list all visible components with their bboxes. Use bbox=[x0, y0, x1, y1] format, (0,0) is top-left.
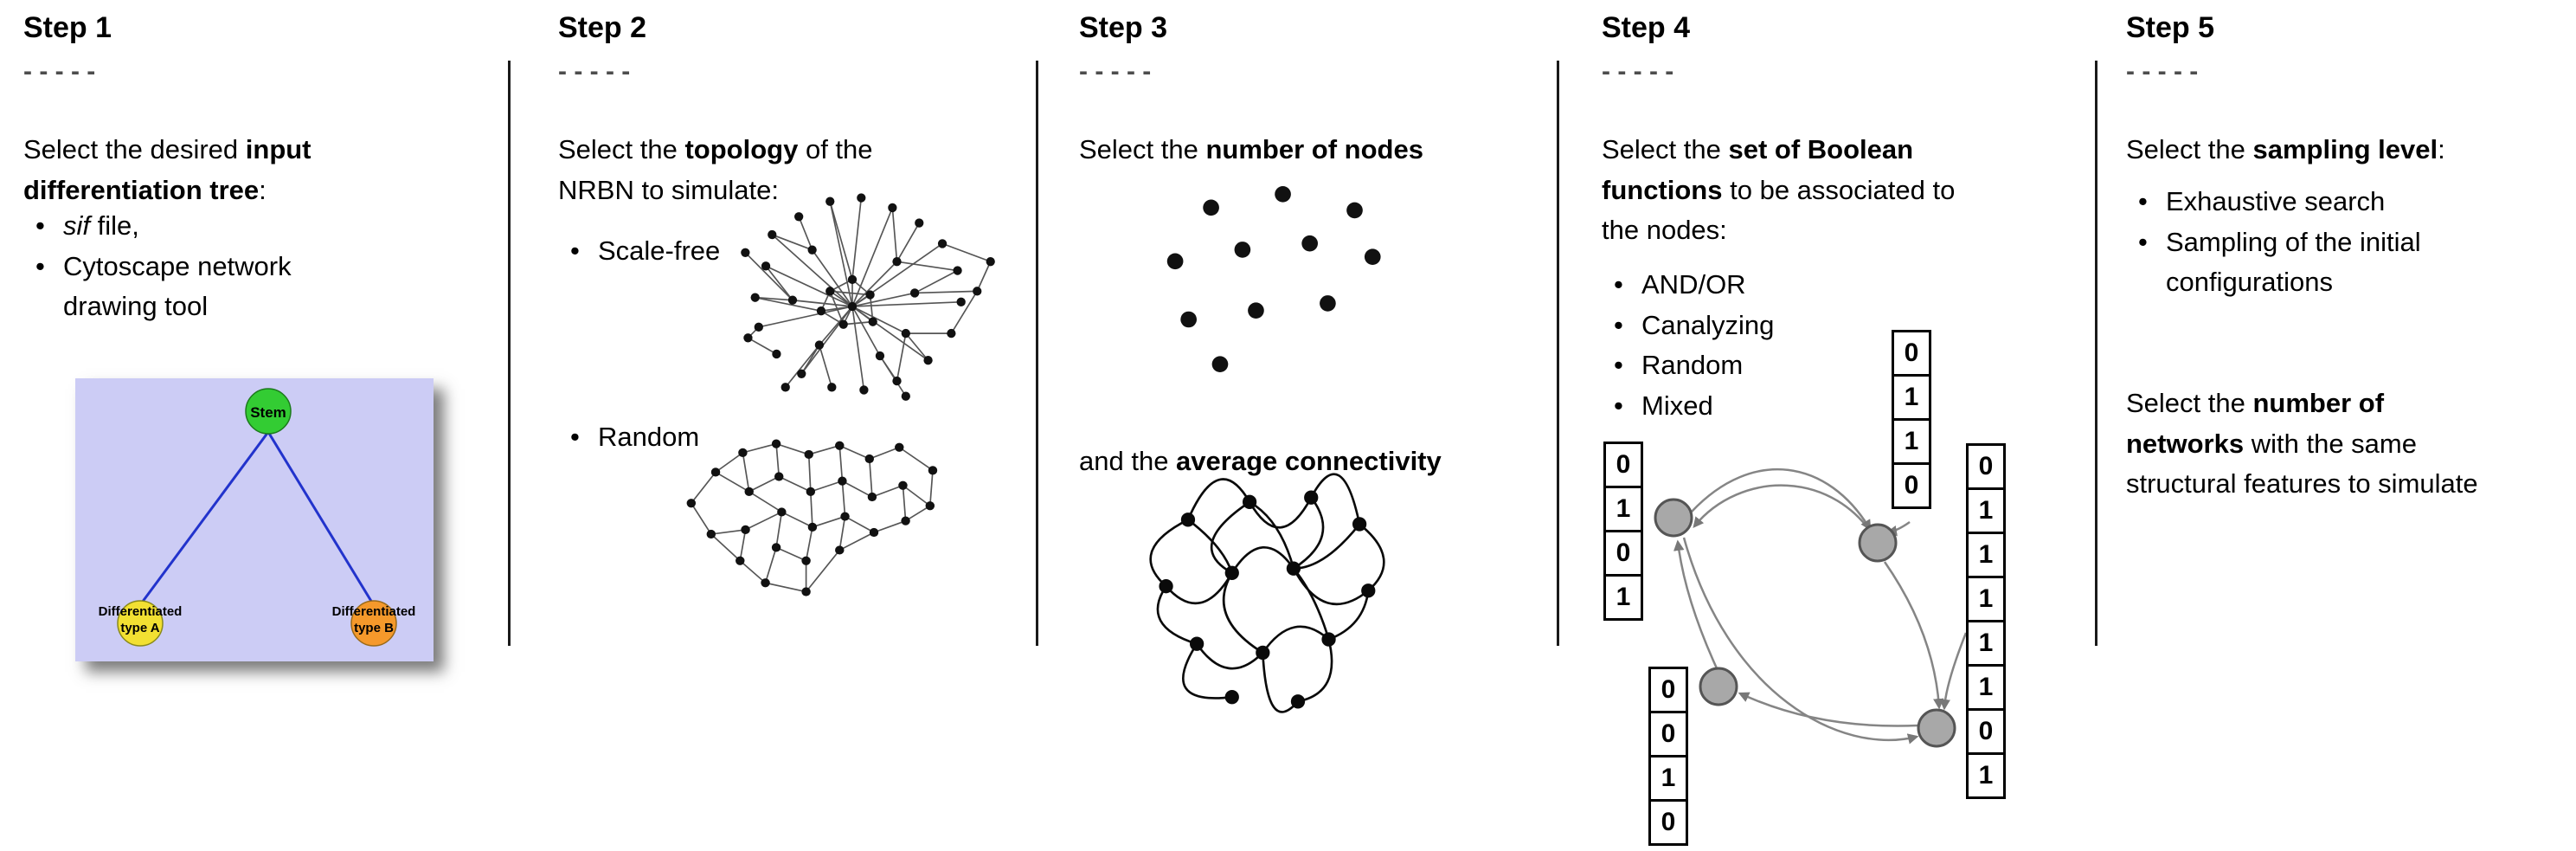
truth-table-cell: 0 bbox=[1892, 330, 1931, 377]
network-edge-arrow bbox=[1939, 632, 1968, 711]
truth-table-cell: 1 bbox=[1603, 574, 1643, 621]
column-divider bbox=[508, 61, 511, 646]
step-4-title: Step 4 bbox=[1602, 11, 1691, 44]
truth-table-cell: 1 bbox=[1603, 486, 1643, 532]
bullet-item: AND/OR bbox=[1602, 265, 1774, 306]
network-node bbox=[1699, 667, 1738, 706]
network-edge-arrow bbox=[1673, 539, 1718, 669]
type-a-node bbox=[117, 600, 164, 647]
bullet-item: Scale-free bbox=[558, 231, 720, 272]
truth-table-cell: 0 bbox=[1892, 462, 1931, 509]
truth-table-cell: 1 bbox=[1966, 664, 2006, 711]
stem-node bbox=[245, 388, 292, 435]
network-node bbox=[1858, 523, 1898, 563]
type-b-label-line1: Differentiated bbox=[332, 604, 416, 619]
network-node bbox=[1917, 708, 1956, 748]
step-5-column: Step 5 - - - - - Select the sampling lev… bbox=[2126, 11, 2572, 499]
step-4-dashed-separator: - - - - - bbox=[1602, 57, 1674, 86]
bullet-item: Canalyzing bbox=[1602, 306, 1774, 346]
truth-table-cell: 0 bbox=[1648, 711, 1688, 758]
network-edge-arrow bbox=[1682, 537, 1919, 745]
truth-table-cell: 0 bbox=[1966, 443, 2006, 490]
bullet-item: sif file, bbox=[23, 206, 292, 247]
bullet-item: Random bbox=[1602, 345, 1774, 386]
nodes-scatter-graphic bbox=[1166, 186, 1381, 372]
network-edges bbox=[1673, 468, 1968, 745]
step-4-bullet-list: AND/OR Canalyzing Random Mixed bbox=[1602, 265, 1774, 426]
truth-table-cell: 1 bbox=[1892, 374, 1931, 421]
truth-table-cell: 0 bbox=[1966, 708, 2006, 755]
step-2-title: Step 2 bbox=[558, 11, 647, 44]
boolean-network-graphic bbox=[1654, 468, 1968, 748]
bullet-item: Random bbox=[558, 417, 699, 458]
step-4-column: Step 4 - - - - - Select the set of Boole… bbox=[1602, 11, 2086, 846]
network-edge-arrow bbox=[1691, 468, 1872, 532]
column-divider bbox=[1036, 61, 1038, 646]
network-edge-arrow bbox=[1883, 561, 1944, 710]
type-b-node bbox=[350, 600, 397, 647]
step-3-column: Step 3 - - - - - Select the number of no… bbox=[1079, 11, 1555, 713]
step-3-dashed-separator: - - - - - bbox=[1079, 57, 1152, 86]
step-5-bullet-list: Exhaustive search Sampling of the initia… bbox=[2126, 182, 2421, 303]
stem-label: Stem bbox=[250, 404, 286, 421]
network-node bbox=[1654, 498, 1693, 538]
column-divider bbox=[2095, 61, 2097, 646]
network-edge-arrow bbox=[1738, 692, 1919, 727]
bullet-item: Exhaustive search bbox=[2126, 182, 2421, 222]
truth-table-cell: 1 bbox=[1966, 487, 2006, 534]
type-b-label-line2: type B bbox=[354, 621, 394, 635]
truth-table-cell: 0 bbox=[1603, 442, 1643, 488]
scale-free-network-graphic bbox=[741, 193, 995, 401]
step-5-intro: Select the sampling level: bbox=[2126, 134, 2445, 164]
truth-table-cell: 1 bbox=[1966, 576, 2006, 622]
truth-table-cell: 0 bbox=[1603, 530, 1643, 577]
step-3-connectivity-text: and the average connectivity bbox=[1079, 446, 1442, 476]
step-2-dashed-separator: - - - - - bbox=[558, 57, 631, 86]
differentiation-tree-figure: Stem Differentiated type A Differentiate… bbox=[75, 378, 434, 661]
step-2-bullet-scale-free: Scale-free bbox=[558, 231, 720, 272]
truth-table-cell: 1 bbox=[1966, 532, 2006, 578]
random-network-graphic bbox=[686, 439, 938, 596]
step-2-column: Step 2 - - - - - Select the topology of … bbox=[558, 11, 1034, 596]
truth-table-cell: 1 bbox=[1892, 418, 1931, 465]
connectivity-network-graphic bbox=[1149, 473, 1385, 713]
truth-table-cell: 0 bbox=[1648, 667, 1688, 713]
step-1-title: Step 1 bbox=[23, 11, 112, 44]
tree-edge-right bbox=[267, 431, 374, 603]
bullet-item: Mixed bbox=[1602, 386, 1774, 427]
differentiation-tree-svg: Stem Differentiated type A Differentiate… bbox=[75, 378, 434, 661]
network-edge-arrow bbox=[1693, 484, 1879, 544]
network-nodes bbox=[1654, 498, 1956, 748]
column-divider bbox=[1557, 61, 1559, 646]
type-a-label-line2: type A bbox=[120, 621, 159, 635]
step-1-column: Step 1 - - - - - Select the desired inpu… bbox=[23, 11, 495, 661]
tree-edge-left bbox=[140, 431, 270, 603]
truth-table-cell: 1 bbox=[1966, 752, 2006, 799]
truth-table-cell: 0 bbox=[1648, 799, 1688, 846]
truth-table-cell: 1 bbox=[1648, 755, 1688, 802]
step-5-dashed-separator: - - - - - bbox=[2126, 57, 2199, 86]
step-2-bullet-random: Random bbox=[558, 417, 699, 458]
step-5-title: Step 5 bbox=[2126, 11, 2215, 44]
step-1-dashed-separator: - - - - - bbox=[23, 57, 96, 86]
type-a-label-line1: Differentiated bbox=[99, 604, 183, 619]
truth-table-cell: 1 bbox=[1966, 620, 2006, 667]
step-3-title: Step 3 bbox=[1079, 11, 1168, 44]
step-3-intro: Select the number of nodes bbox=[1079, 134, 1423, 164]
